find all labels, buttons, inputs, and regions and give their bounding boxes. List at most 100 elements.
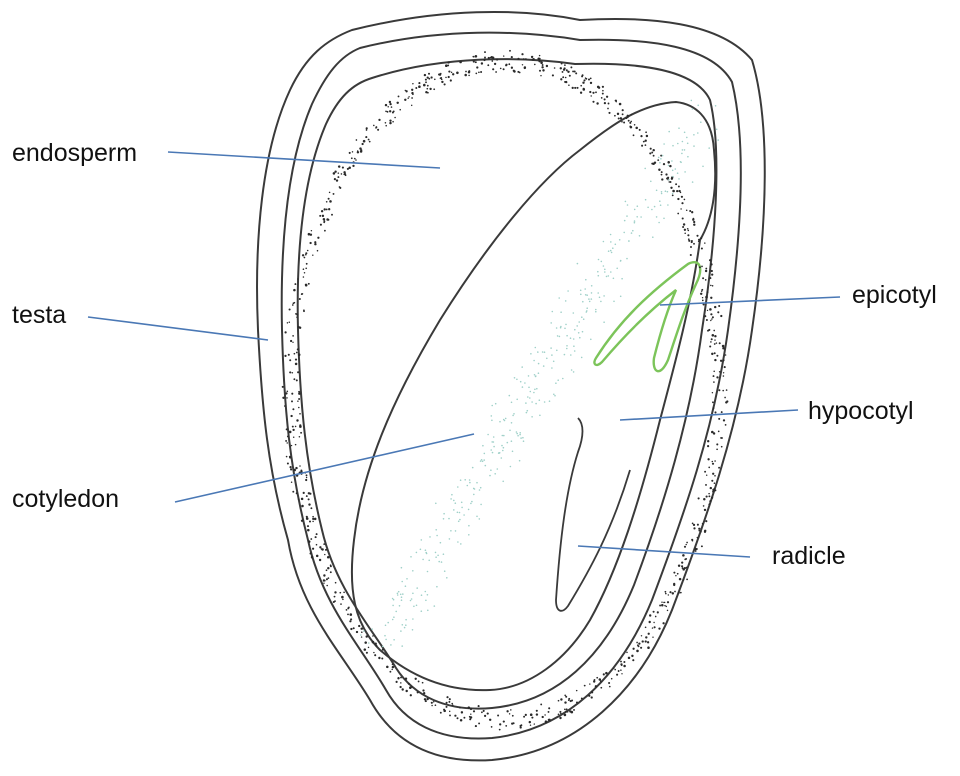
stipple-dot — [580, 290, 582, 292]
stipple-dot — [644, 168, 646, 170]
stipple-dot — [464, 479, 466, 481]
stipple-dot — [713, 407, 715, 409]
stipple-dot — [446, 702, 448, 704]
stipple-dot — [309, 242, 311, 244]
testa-outer-outline — [257, 12, 765, 760]
stipple-dot — [294, 283, 296, 285]
stipple-dot — [290, 468, 292, 470]
stipple-dot — [620, 260, 622, 262]
stipple-dot — [677, 143, 679, 145]
stipple-dot — [585, 279, 587, 281]
stipple-dot — [361, 627, 363, 629]
stipple-dot — [431, 702, 433, 704]
stipple-dot — [426, 88, 428, 90]
stipple-dot — [636, 642, 638, 644]
stipple-dot — [596, 102, 598, 104]
stipple-dot — [603, 673, 605, 675]
stipple-dot — [700, 237, 702, 239]
stipple-dot — [471, 501, 473, 503]
stipple-dot — [570, 66, 572, 68]
stipple-dot — [410, 694, 412, 696]
stipple-dot — [460, 479, 462, 481]
stipple-dot — [645, 199, 647, 201]
stipple-dot — [342, 599, 344, 601]
stipple-dot — [710, 285, 712, 287]
stipple-dot — [397, 677, 399, 679]
stipple-dot — [705, 296, 708, 299]
stipple-dot — [327, 567, 329, 569]
stipple-dot — [663, 163, 665, 165]
stipple-dot — [522, 386, 524, 388]
stipple-dot — [554, 67, 556, 69]
stipple-dot — [443, 553, 445, 555]
stipple-dot — [378, 119, 380, 121]
stipple-dot — [620, 117, 622, 119]
stipple-dot — [484, 715, 486, 717]
stipple-dot — [304, 257, 306, 259]
stipple-dot — [456, 72, 459, 75]
stipple-dot — [601, 97, 603, 99]
stipple-dot — [567, 71, 569, 73]
stipple-dot — [305, 284, 308, 287]
stipple-dot — [581, 357, 583, 359]
stipple-dot — [684, 229, 686, 231]
stipple-dot — [389, 122, 391, 124]
stipple-dot — [333, 601, 335, 603]
stipple-dot — [393, 616, 395, 618]
stipple-dot — [291, 400, 293, 402]
stipple-dot — [349, 152, 351, 154]
stipple-dot — [417, 691, 419, 693]
stipple-dot — [530, 391, 532, 393]
stipple-dot — [455, 530, 457, 532]
stipple-dot — [719, 342, 721, 344]
stipple-dot — [418, 82, 420, 84]
stipple-dot — [562, 76, 564, 78]
stipple-dot — [470, 503, 472, 505]
stipple-dot — [610, 271, 612, 273]
stipple-dot — [599, 297, 601, 299]
stipple-dot — [356, 139, 358, 141]
stipple-dot — [701, 289, 703, 291]
stipple-dot — [469, 479, 471, 481]
stipple-dot — [435, 552, 437, 554]
stipple-dot — [497, 714, 499, 716]
stipple-dot — [282, 386, 284, 388]
stipple-dot — [581, 316, 583, 318]
stipple-dot — [368, 647, 370, 649]
stipple-dot — [592, 92, 594, 94]
stipple-dot — [401, 596, 403, 598]
stipple-dot — [331, 214, 333, 216]
stipple-dot — [396, 102, 398, 104]
stipple-dot — [709, 308, 712, 311]
stipple-dot — [517, 435, 519, 437]
stipple-dot — [560, 698, 562, 700]
stipple-dot — [364, 648, 367, 651]
stipple-dot — [491, 726, 493, 728]
stipple-dot — [614, 115, 616, 117]
stipple-dot — [407, 97, 409, 99]
stipple-dot — [319, 215, 321, 217]
stipple-dot — [350, 628, 352, 630]
stipple-dot — [704, 531, 706, 533]
stipple-dot — [448, 518, 450, 520]
stipple-dot — [672, 592, 674, 594]
stipple-dot — [684, 171, 686, 173]
stipple-dot — [714, 475, 716, 477]
stipple-dot — [592, 101, 594, 103]
stipple-dot — [440, 77, 442, 79]
stipple-dot — [650, 181, 652, 183]
stipple-dot — [445, 64, 448, 67]
stipple-dot — [655, 616, 657, 618]
stipple-dot — [310, 538, 312, 540]
stipple-dot — [703, 505, 705, 507]
stipple-dot — [401, 599, 403, 601]
stipple-dot — [411, 89, 413, 91]
stipple-dot — [317, 250, 319, 252]
stipple-dot — [620, 669, 622, 671]
stipple-dot — [627, 115, 629, 117]
stipple-dot — [307, 525, 309, 527]
stipple-dot — [505, 725, 507, 727]
stipple-dot — [481, 711, 483, 713]
stipple-dot — [334, 178, 336, 180]
stipple-dot — [588, 78, 590, 80]
